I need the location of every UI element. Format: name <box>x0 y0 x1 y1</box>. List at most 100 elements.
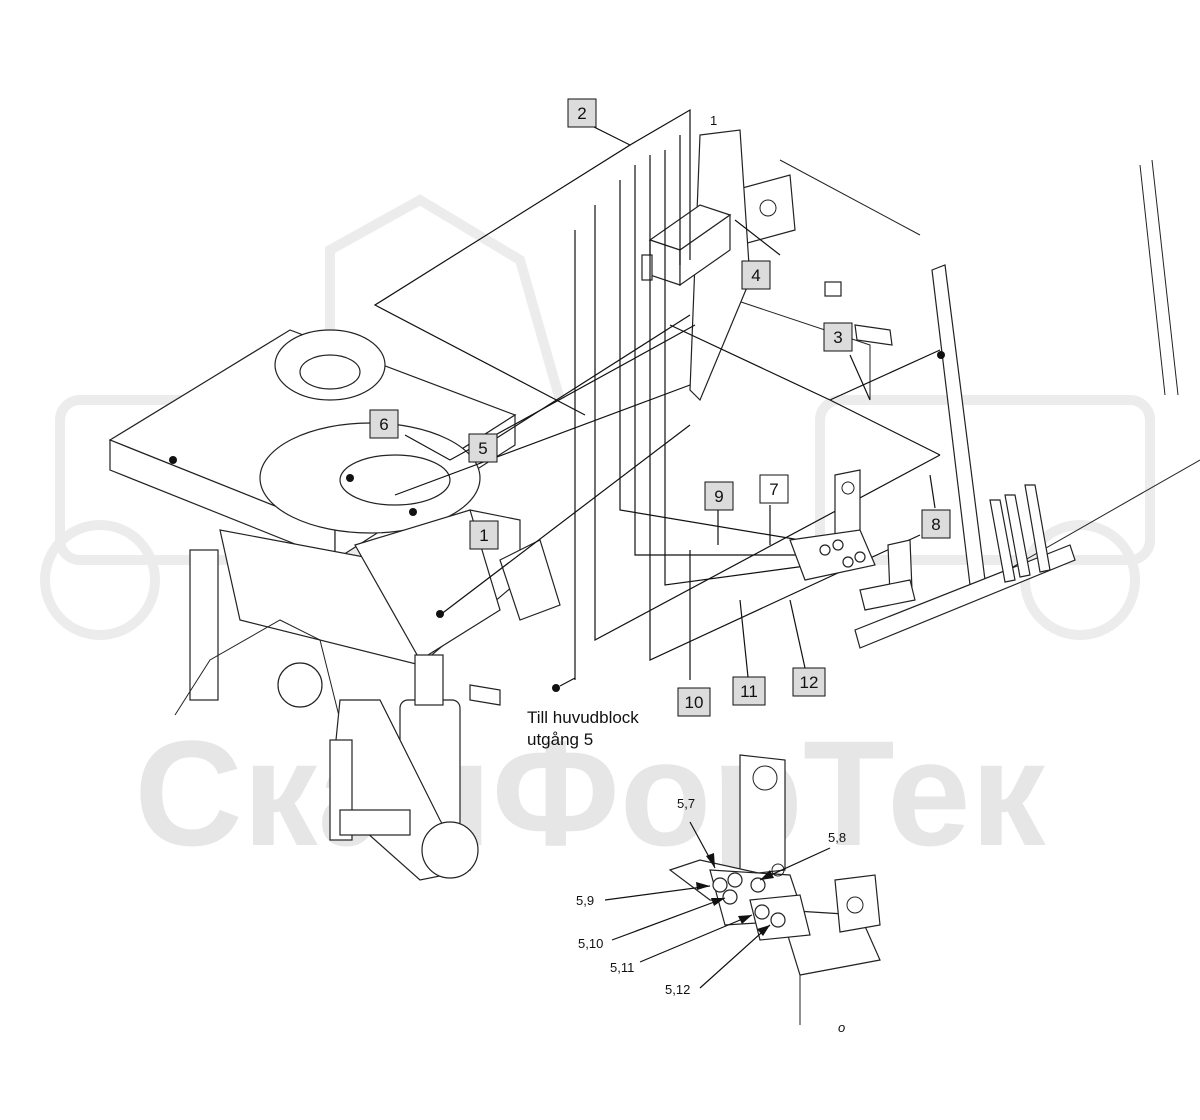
arrow-59 <box>696 882 710 890</box>
detail-cap <box>771 863 785 877</box>
label-5-9: 5,9 <box>576 893 594 908</box>
label-5-8: 5,8 <box>828 830 846 845</box>
callout-box-3: 3 <box>823 322 853 352</box>
callout-label-4: 4 <box>751 266 760 285</box>
callout-label-3: 3 <box>833 328 842 347</box>
leader-11 <box>739 599 749 678</box>
label-corner-o: o <box>838 1020 845 1035</box>
leader-511 <box>639 914 753 963</box>
callout-label-2: 2 <box>577 104 586 123</box>
detail-tab-right <box>834 874 881 933</box>
watermark-cab-right <box>815 395 1155 565</box>
callout-box-11: 11 <box>732 676 766 706</box>
detail-view <box>604 754 881 1025</box>
lower-bracket <box>339 809 411 836</box>
far-post-b <box>1151 159 1179 396</box>
leader-4 <box>734 219 781 256</box>
label-5-12: 5,12 <box>665 982 690 997</box>
terminal-dot <box>346 474 354 482</box>
hose-3-tip <box>829 349 941 401</box>
mount-hole <box>759 199 777 217</box>
terminal-dot <box>169 456 177 464</box>
callout-box-7: 7 <box>759 474 789 504</box>
callout-box-10: 10 <box>677 687 711 717</box>
arrow-510 <box>711 898 725 906</box>
small-tab <box>824 281 842 297</box>
detail-fitting-59 <box>712 877 728 893</box>
label-5-10: 5,10 <box>578 936 603 951</box>
detail-fitting-512 <box>770 912 786 928</box>
detail-upright <box>739 754 786 876</box>
terminal-dot <box>937 351 945 359</box>
fin-3 <box>1024 484 1051 573</box>
hose-3-route <box>669 324 941 456</box>
small-lug <box>469 684 501 706</box>
detail-tab-hole <box>846 896 864 914</box>
terminal-leader <box>559 677 576 687</box>
watermark-wheel-left <box>40 520 160 640</box>
hose-10 <box>634 165 840 556</box>
leader-3 <box>849 354 871 401</box>
leader-510 <box>611 897 726 941</box>
callout-label-9: 9 <box>714 487 723 506</box>
fitting-a <box>819 544 831 556</box>
destination-note: Till huvudblock utgång 5 <box>527 708 639 749</box>
bracket-arm <box>689 129 751 402</box>
hose-9 <box>619 180 831 546</box>
arrow-58 <box>760 870 774 880</box>
frame-top-line <box>779 159 921 236</box>
detail-fitting-510 <box>722 889 738 905</box>
detail-fitting-511 <box>754 904 770 920</box>
watermark: СканФорТек <box>40 194 1155 877</box>
note-line-1: Till huvudblock <box>527 708 639 727</box>
turntable-bore <box>299 354 361 390</box>
watermark-text: СканФорТек <box>134 709 1046 877</box>
fin-1 <box>989 499 1016 583</box>
leader-8 <box>929 474 936 509</box>
fitting-b <box>832 539 844 551</box>
manifold-fitting <box>641 254 653 281</box>
detail-fitting-57 <box>727 872 743 888</box>
detail-fitting-58 <box>750 877 766 893</box>
left-leg <box>189 549 219 701</box>
swing-ring-inner <box>339 454 451 506</box>
plain-labels: 1 5,7 5,8 5,9 5,10 5,11 5,12 o <box>576 113 846 1035</box>
right-frame <box>689 129 1200 649</box>
hose-6 <box>404 324 696 461</box>
upper-block <box>789 529 876 581</box>
fitting-c <box>842 556 854 568</box>
watermark-excavator-arm <box>325 194 565 402</box>
terminal-dot <box>552 684 560 692</box>
callout-label-10: 10 <box>685 693 704 712</box>
cylinder-rod <box>414 654 444 706</box>
hose-terminals <box>169 351 945 692</box>
hose-1b <box>394 384 691 496</box>
hose-12 <box>594 205 941 642</box>
fin-2 <box>1004 494 1031 578</box>
callout-box-8: 8 <box>921 509 951 539</box>
leader-59 <box>604 885 711 901</box>
callout-box-6: 6 <box>369 409 399 439</box>
callout-label-6: 6 <box>379 415 388 434</box>
label-5-11: 5,11 <box>610 960 634 975</box>
callout-box-9: 9 <box>704 481 734 511</box>
callout-label-7: 7 <box>769 480 778 499</box>
left-linkage <box>174 619 341 721</box>
arrow-57 <box>706 853 715 868</box>
terminal-dot <box>436 610 444 618</box>
far-post-a <box>1139 164 1166 396</box>
callout-box-4: 4 <box>741 260 771 290</box>
callout-label-5: 5 <box>478 439 487 458</box>
arrow-512 <box>757 925 770 936</box>
manifold-side <box>679 213 731 287</box>
hose-1 <box>439 424 691 616</box>
hose-11 <box>649 155 921 661</box>
hose-2 <box>373 124 632 416</box>
label-5-7: 5,7 <box>677 796 695 811</box>
hopper <box>354 509 501 661</box>
label-top-1: 1 <box>710 113 717 128</box>
right-bracket <box>499 539 561 621</box>
leader-12 <box>789 599 806 669</box>
